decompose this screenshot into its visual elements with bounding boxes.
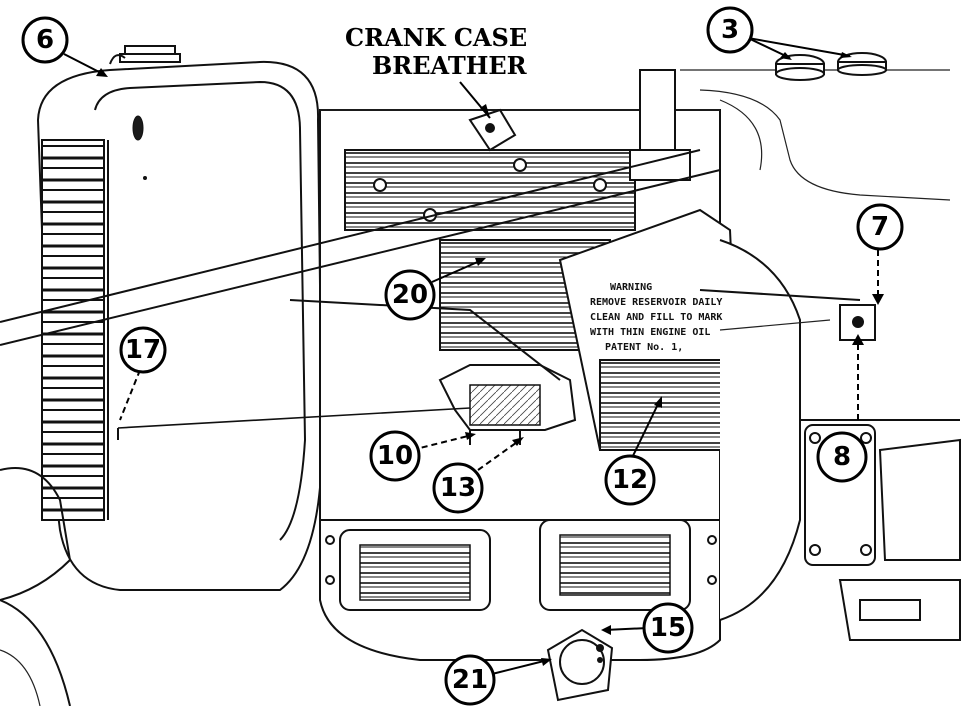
- crank-case-breather-label: CRANK CASE BREATHER: [345, 23, 528, 119]
- svg-text:6: 6: [36, 25, 54, 55]
- svg-text:7: 7: [871, 212, 889, 242]
- plate-line-1: WARNING: [610, 282, 652, 293]
- fuel-line: [289, 289, 861, 381]
- svg-text:15: 15: [650, 613, 686, 643]
- dipstick-rod: [117, 407, 471, 440]
- callout-17: 17: [119, 326, 167, 374]
- svg-text:21: 21: [452, 665, 488, 695]
- plate-line-3: CLEAN AND FILL TO MARK: [590, 312, 722, 323]
- label-line-2: BREATHER: [372, 51, 528, 80]
- callout-leaders: [63, 37, 884, 675]
- plate-line-5: PATENT No. 1,: [605, 342, 683, 353]
- plate-line-2: REMOVE RESERVOIR DAILY: [590, 297, 722, 308]
- svg-text:3: 3: [721, 15, 739, 45]
- callout-8: 8: [816, 431, 868, 483]
- svg-text:8: 8: [833, 442, 851, 472]
- callout-3: 3: [706, 6, 754, 54]
- plate-line-4: WITH THIN ENGINE OIL: [590, 327, 710, 338]
- callout-15: 15: [642, 602, 694, 654]
- callout-13: 13: [432, 462, 484, 514]
- svg-text:20: 20: [392, 280, 428, 310]
- callout-12: 12: [604, 454, 656, 506]
- svg-text:17: 17: [125, 335, 161, 365]
- svg-text:12: 12: [612, 465, 648, 495]
- label-line-1: CRANK CASE: [345, 23, 527, 52]
- svg-text:10: 10: [377, 441, 413, 471]
- callout-7: 7: [856, 203, 904, 251]
- radiator: [36, 45, 324, 591]
- callout-20: 20: [384, 269, 436, 321]
- callout-10: 10: [369, 430, 421, 482]
- fuel-caps: [775, 52, 887, 81]
- filter-warning-plate: WARNING REMOVE RESERVOIR DAILY CLEAN AND…: [590, 282, 722, 353]
- svg-text:13: 13: [440, 473, 476, 503]
- front-axle: [0, 467, 72, 707]
- callout-21: 21: [444, 654, 496, 706]
- fan-belt: [0, 149, 721, 346]
- callout-6: 6: [21, 16, 69, 64]
